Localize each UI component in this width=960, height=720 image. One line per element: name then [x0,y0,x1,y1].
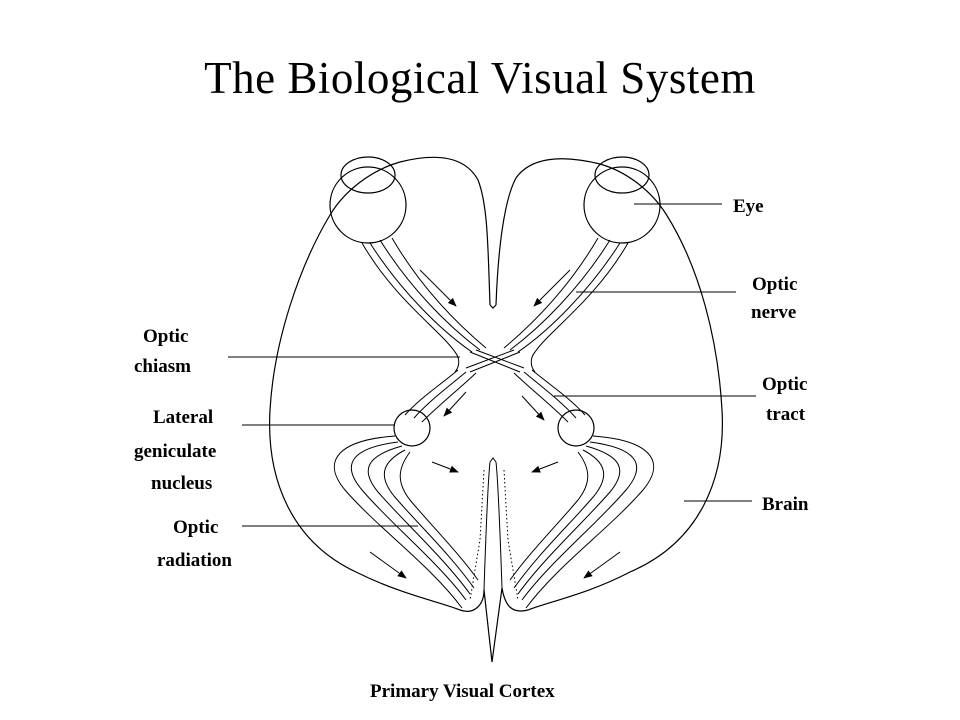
flow-arrows [369,269,621,579]
label-optic-radiation-line1: Optic [173,517,218,538]
label-optic-tract-line1: Optic [762,374,807,395]
label-optic-tract-line2: tract [766,404,806,425]
optic-radiation-left [334,435,485,609]
fissure-right [495,461,503,589]
fissure-bottom [483,587,503,663]
optic-nerves [361,237,629,373]
right-eye-back [594,156,650,194]
label-optic-radiation-line2: radiation [157,550,232,571]
label-brain: Brain [762,494,809,515]
fissure-tip [489,457,497,463]
optic-radiation-right [503,435,654,609]
fissure-left [483,461,491,591]
left-lgn [393,409,431,447]
right-lgn [557,409,595,447]
brain-outline [269,156,723,612]
label-optic-nerve-line1: Optic [752,274,797,295]
label-optic-chiasm-line2: chiasm [134,356,191,377]
fissure-top [489,304,497,309]
right-eye [583,166,661,244]
left-eye [329,166,407,244]
label-eye: Eye [733,196,764,217]
label-primary-visual-cortex: Primary Visual Cortex [370,681,555,702]
left-eye-back [340,156,396,194]
label-lgn-line2: geniculate [134,441,216,462]
optic-chiasm [465,349,525,373]
leader-lines [228,203,756,527]
label-lgn-line1: Lateral [153,407,213,428]
slide-title: The Biological Visual System [204,53,756,103]
label-optic-chiasm-line1: Optic [143,326,188,347]
label-optic-nerve-line2: nerve [751,302,796,323]
label-lgn-line3: nucleus [151,473,212,494]
